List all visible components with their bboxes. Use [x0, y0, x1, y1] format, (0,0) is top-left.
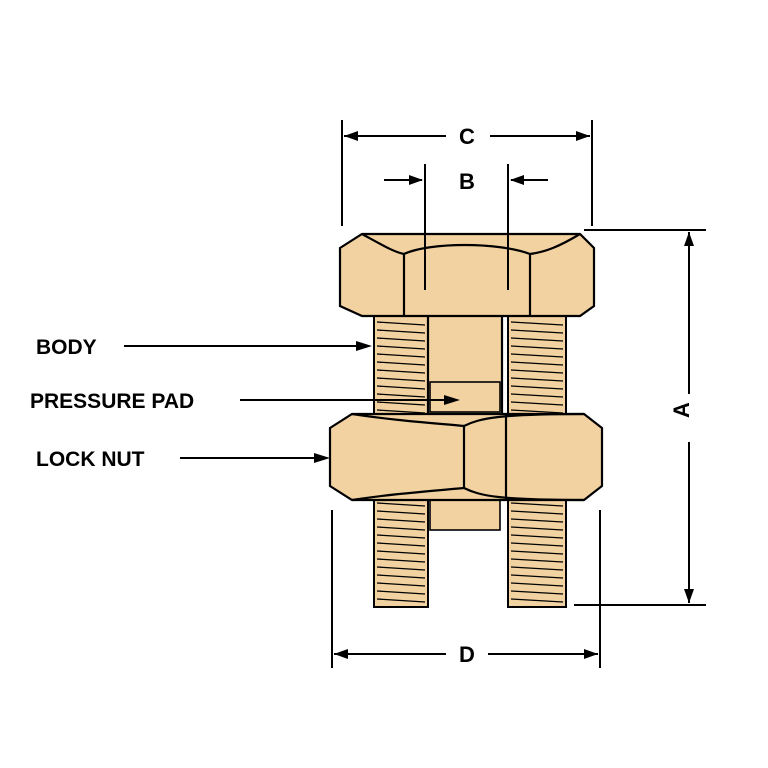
thread-line [376, 582, 426, 587]
thread-line [376, 353, 426, 358]
dimension-d-label: D [459, 642, 475, 667]
thread-line [510, 534, 564, 539]
thread-line [376, 409, 426, 414]
thread-line [376, 518, 426, 523]
thread-line [376, 361, 426, 366]
callout-pressure-pad: PRESSURE PAD [30, 390, 460, 413]
thread-line [376, 369, 426, 374]
thread-line [376, 377, 426, 382]
dimension-a-label: A [669, 402, 694, 418]
thread-line [376, 502, 426, 507]
callout-lock-nut-label: LOCK NUT [36, 448, 145, 471]
thread-line [510, 502, 564, 507]
thread-line [510, 353, 564, 358]
thread-line [510, 558, 564, 563]
thread-line [376, 534, 426, 539]
thread-line [510, 574, 564, 579]
top-hex-head [338, 232, 596, 318]
pressure-pad-lower [429, 499, 501, 531]
thread-line [510, 345, 564, 350]
thread-line [376, 590, 426, 595]
callout-body: BODY [36, 336, 372, 359]
thread-line [510, 361, 564, 366]
thread-line [510, 369, 564, 374]
thread-line [376, 574, 426, 579]
right-lower-thread [507, 496, 567, 608]
thread-line [376, 598, 426, 603]
thread-line [376, 321, 426, 326]
dimension-b: B [384, 164, 548, 290]
thread-line [376, 510, 426, 515]
thread-line [510, 590, 564, 595]
thread-line [376, 550, 426, 555]
callout-body-label: BODY [36, 336, 97, 359]
pressure-pad-upper [429, 381, 501, 413]
thread-line [510, 377, 564, 382]
thread-line [510, 566, 564, 571]
thread-line [376, 542, 426, 547]
thread-line [510, 337, 564, 342]
dimension-d: D [331, 510, 601, 668]
dimension-c-label: C [459, 124, 475, 149]
thread-line [510, 385, 564, 390]
thread-line [510, 510, 564, 515]
callout-lock-nut: LOCK NUT [36, 448, 330, 471]
thread-line [510, 393, 564, 398]
thread-line [510, 598, 564, 603]
left-lower-thread [373, 496, 429, 608]
thread-line [376, 526, 426, 531]
dimension-a: A [574, 229, 706, 606]
thread-line [376, 345, 426, 350]
thread-line [376, 558, 426, 563]
dimension-b-label: B [459, 169, 475, 194]
thread-line [510, 582, 564, 587]
thread-line [510, 329, 564, 334]
dimension-c: C [341, 120, 593, 226]
thread-line [376, 401, 426, 406]
thread-line [376, 385, 426, 390]
thread-line [510, 518, 564, 523]
thread-line [376, 393, 426, 398]
callout-pressure-pad-label: PRESSURE PAD [30, 390, 194, 413]
thread-line [510, 321, 564, 326]
thread-line [510, 526, 564, 531]
thread-line [510, 542, 564, 547]
thread-line [376, 329, 426, 334]
right-upper-thread [507, 315, 567, 417]
thread-line [510, 550, 564, 555]
thread-line [376, 566, 426, 571]
thread-line [510, 401, 564, 406]
thread-line [376, 337, 426, 342]
thread-line [510, 409, 564, 414]
lock-nut [328, 412, 604, 502]
